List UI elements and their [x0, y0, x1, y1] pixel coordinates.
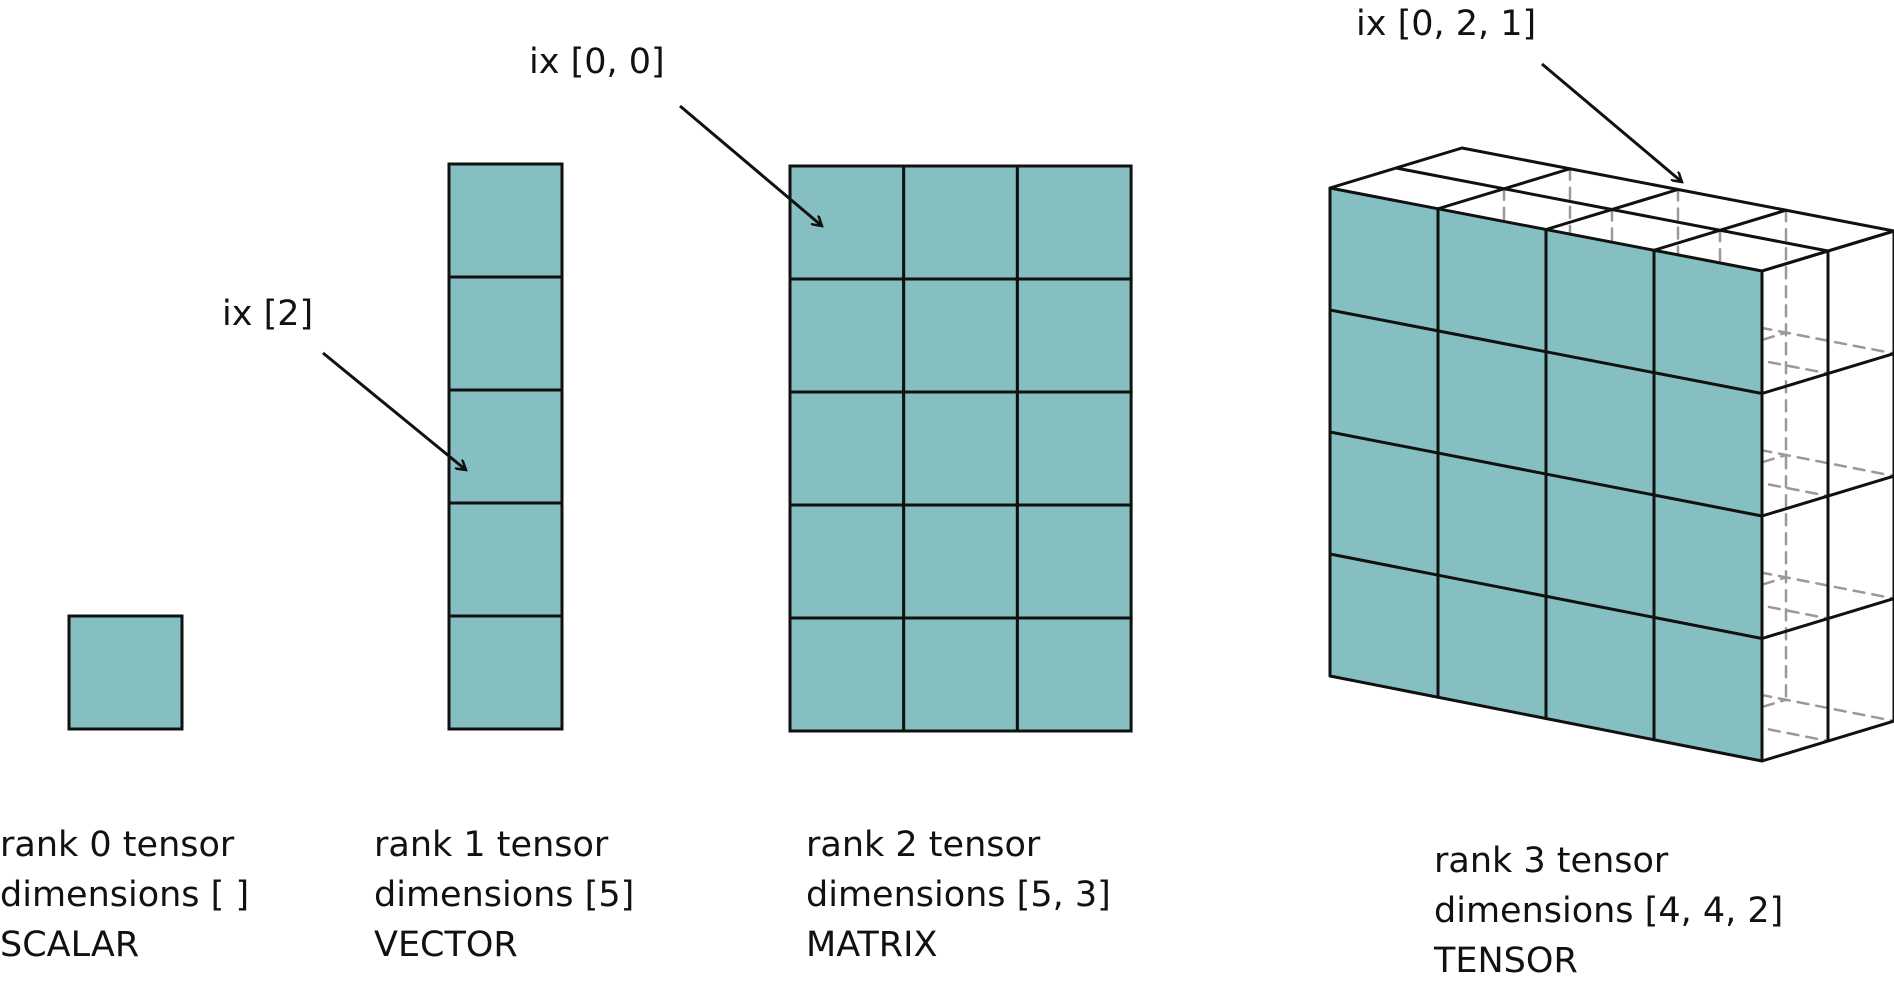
tensor-kind: TENSOR [1434, 941, 1578, 981]
matrix-kind: MATRIX [806, 925, 938, 965]
tensor-rank: rank 3 tensor [1434, 841, 1669, 881]
tensor-top-edge [1328, 146, 1464, 190]
scalar-caption: rank 0 tensor dimensions [ ] SCALAR [0, 820, 249, 970]
vector-cell [447, 275, 564, 392]
vector-caption: rank 1 tensor dimensions [5] VECTOR [374, 820, 634, 970]
ix-tensor-label: ix [0, 2, 1] [1356, 4, 1537, 44]
matrix-cell [902, 503, 1019, 620]
ix-matrix-label: ix [0, 0] [529, 42, 665, 82]
tensor-dims: dimensions [4, 4, 2] [1434, 891, 1784, 931]
index-arrows [322, 62, 1682, 470]
scalar-dims: dimensions [ ] [0, 875, 250, 915]
matrix-cell [902, 390, 1019, 507]
matrix-cell [1015, 164, 1133, 281]
matrix-cell [902, 616, 1019, 733]
matrix-cell [788, 164, 906, 281]
tensor-right-edge [1760, 352, 1894, 395]
vector-cell [447, 614, 564, 731]
tensor-right-edge [1760, 719, 1894, 763]
tensor-top-edge [1544, 188, 1680, 231]
matrix-rank: rank 2 tensor [806, 825, 1041, 865]
matrix-caption: rank 2 tensor dimensions [5, 3] MATRIX [806, 820, 1111, 970]
ix-tensor-arrow [1541, 62, 1682, 182]
tensor-right-edge [1760, 474, 1894, 518]
scalar-cell [67, 614, 184, 731]
tensor-top-edge [1436, 167, 1572, 211]
vector-cells [447, 162, 564, 731]
matrix-cell [902, 164, 1019, 281]
vector-cell [447, 501, 564, 618]
tensor-cube [1328, 146, 1894, 763]
matrix-cell [1015, 503, 1133, 620]
tensor-right-edge [1760, 229, 1894, 273]
tensor-caption: rank 3 tensor dimensions [4, 4, 2] TENSO… [1434, 836, 1783, 986]
vector-kind: VECTOR [374, 925, 518, 965]
matrix-cell [902, 277, 1019, 394]
matrix-cell [1015, 277, 1133, 394]
ix-vector-label: ix [2] [222, 294, 314, 334]
scalar-cell-group [67, 614, 184, 731]
vector-dims: dimensions [5] [374, 875, 635, 915]
scalar-kind: SCALAR [0, 925, 140, 965]
matrix-cell [788, 503, 906, 620]
vector-rank: rank 1 tensor [374, 825, 609, 865]
matrix-cell [1015, 616, 1133, 733]
scalar-rank: rank 0 tensor [0, 825, 235, 865]
ix-matrix-arrow [679, 104, 822, 226]
matrix-cell [788, 390, 906, 507]
matrix-cells [788, 164, 1133, 733]
tensor-right-edge [1760, 597, 1894, 640]
matrix-cell [788, 616, 906, 733]
matrix-dims: dimensions [5, 3] [806, 875, 1111, 915]
ix-vector-arrow [322, 351, 466, 470]
tensor-top-edge [1652, 208, 1788, 252]
vector-cell [447, 162, 564, 279]
vector-cell [447, 388, 564, 505]
matrix-cell [788, 277, 906, 394]
matrix-cell [1015, 390, 1133, 507]
